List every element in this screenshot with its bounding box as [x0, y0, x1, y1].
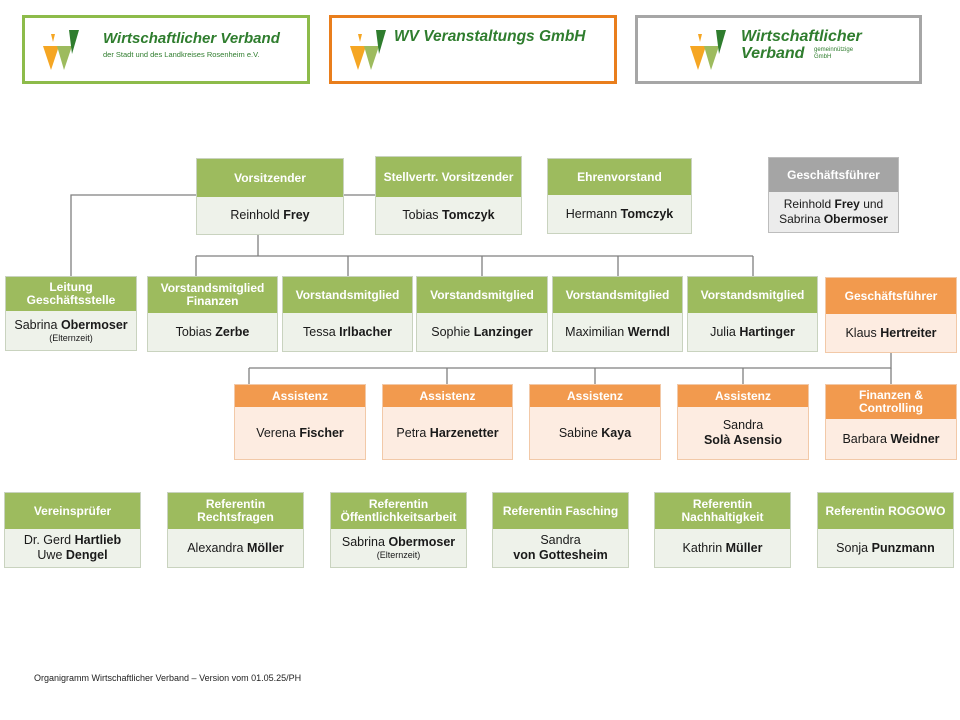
box-person: Sabrina Obermoser (Elternzeit)	[341, 535, 456, 560]
logo-suffix: gemeinnützige GmbH	[814, 47, 854, 60]
box-person: Barbara Weidner	[842, 431, 940, 446]
logo-wirtschaftlicher-verband: Wirtschaftlicher Verband der Stadt und d…	[22, 15, 310, 84]
box-person: Tessa Irlbacher	[303, 324, 392, 339]
box-person: Kathrin Müller	[682, 540, 763, 555]
box-leitung-geschaeftsstelle: Leitung Geschäftsstelle Sabrina Obermose…	[5, 276, 137, 351]
box-person: Reinhold Frey	[230, 208, 310, 222]
box-title: Geschäftsführer	[769, 158, 898, 192]
box-assistenz: Assistenz Verena Fischer	[234, 384, 366, 460]
box-referentin: Referentin Fasching Sandra von Gotteshei…	[492, 492, 629, 568]
box-vorsitzender: Vorsitzender Reinhold Frey	[196, 158, 344, 235]
logo-wv-veranstaltungs: WV Veranstaltungs GmbH	[329, 15, 617, 84]
box-vorstandsmitglied: Vorstandsmitglied Sophie Lanzinger	[416, 276, 548, 352]
box-vorstand-finanzen: Vorstandsmitglied Finanzen Tobias Zerbe	[147, 276, 278, 352]
box-title: Ehrenvorstand	[548, 159, 691, 195]
logo-title: WV Veranstaltungs GmbH	[394, 28, 586, 45]
wv-logo-icon	[43, 30, 79, 70]
box-title: Assistenz	[678, 385, 808, 407]
box-title: Assistenz	[383, 385, 512, 407]
box-title: Vorsitzender	[197, 159, 343, 197]
box-title: Finanzen & Controlling	[826, 385, 956, 419]
box-person: Sonja Punzmann	[836, 540, 935, 555]
logo-title-line1: Wirtschaftlicher	[741, 28, 862, 45]
wv-logo-icon	[690, 30, 726, 70]
wv-logo-icon	[350, 30, 386, 70]
box-ehrenvorstand: Ehrenvorstand Hermann Tomczyk	[547, 158, 692, 234]
box-assistenz: Assistenz Sabine Kaya	[529, 384, 661, 460]
box-assistenz: Assistenz Sandra Solà Asensio	[677, 384, 809, 460]
box-title: Referentin Nachhaltigkeit	[655, 493, 790, 529]
box-geschaeftsfuehrer-gem: Geschäftsführer Reinhold Frey und Sabrin…	[768, 157, 899, 233]
box-person: Hermann Tomczyk	[565, 206, 674, 221]
box-person: Petra Harzenetter	[396, 425, 499, 440]
box-title: Referentin Rechtsfragen	[168, 493, 303, 529]
box-person: Tobias Tomczyk	[402, 208, 495, 222]
box-title: Referentin Öffentlichkeitsarbeit	[331, 493, 466, 529]
logo-title-line2: Verband	[741, 45, 805, 62]
box-title: Stellvertr. Vorsitzender	[376, 157, 521, 197]
box-person: Julia Hartinger	[710, 324, 795, 339]
box-title: Leitung Geschäftsstelle	[6, 277, 136, 311]
box-person: Sandra von Gottesheim	[513, 533, 608, 562]
box-person: Maximilian Werndl	[565, 324, 670, 339]
box-person: Sabine Kaya	[558, 425, 632, 440]
box-stellvertreter: Stellvertr. Vorsitzender Tobias Tomczyk	[375, 156, 522, 235]
box-geschaeftsfuehrer-events: Geschäftsführer Klaus Hertreiter	[825, 277, 957, 353]
box-person: Dr. Gerd Hartlieb Uwe Dengel	[23, 533, 122, 562]
box-title: Referentin ROGOWO	[818, 493, 953, 529]
box-vereinspruefer: Vereinsprüfer Dr. Gerd Hartlieb Uwe Deng…	[4, 492, 141, 568]
box-title: Referentin Fasching	[493, 493, 628, 529]
box-title: Vorstandsmitglied Finanzen	[148, 277, 277, 313]
box-vorstandsmitglied: Vorstandsmitglied Tessa Irlbacher	[282, 276, 413, 352]
box-assistenz: Assistenz Petra Harzenetter	[382, 384, 513, 460]
box-referentin: Referentin Nachhaltigkeit Kathrin Müller	[654, 492, 791, 568]
box-title: Assistenz	[530, 385, 660, 407]
box-title: Assistenz	[235, 385, 365, 407]
box-person: Klaus Hertreiter	[845, 325, 937, 340]
box-title: Vereinsprüfer	[5, 493, 140, 529]
box-title: Vorstandsmitglied	[688, 277, 817, 313]
box-person: Alexandra Möller	[187, 540, 284, 555]
box-person: Sophie Lanzinger	[431, 324, 533, 339]
box-referentin: Referentin Öffentlichkeitsarbeit Sabrina…	[330, 492, 467, 568]
footer-version: Organigramm Wirtschaftlicher Verband – V…	[34, 673, 302, 683]
box-referentin: Referentin ROGOWO Sonja Punzmann	[817, 492, 954, 568]
box-title: Vorstandsmitglied	[553, 277, 682, 313]
box-person: Verena Fischer	[256, 425, 344, 440]
box-vorstandsmitglied: Vorstandsmitglied Maximilian Werndl	[552, 276, 683, 352]
box-person: Reinhold Frey und Sabrina Obermoser	[779, 197, 888, 226]
box-referentin: Referentin Rechtsfragen Alexandra Möller	[167, 492, 304, 568]
logo-wv-gemeinnuetzig: Wirtschaftlicher Verband gemeinnützige G…	[635, 15, 922, 84]
box-title: Geschäftsführer	[826, 278, 956, 314]
box-title: Vorstandsmitglied	[283, 277, 412, 313]
box-title: Vorstandsmitglied	[417, 277, 547, 313]
box-person: Sandra Solà Asensio	[703, 418, 783, 447]
box-finanzen-controlling: Finanzen & Controlling Barbara Weidner	[825, 384, 957, 460]
box-person: Tobias Zerbe	[175, 324, 250, 339]
box-vorstandsmitglied: Vorstandsmitglied Julia Hartinger	[687, 276, 818, 352]
box-person: Sabrina Obermoser (Elternzeit)	[14, 317, 128, 343]
logo-subtitle: der Stadt und des Landkreises Rosenheim …	[103, 50, 260, 59]
logo-title: Wirtschaftlicher Verband	[103, 30, 280, 47]
